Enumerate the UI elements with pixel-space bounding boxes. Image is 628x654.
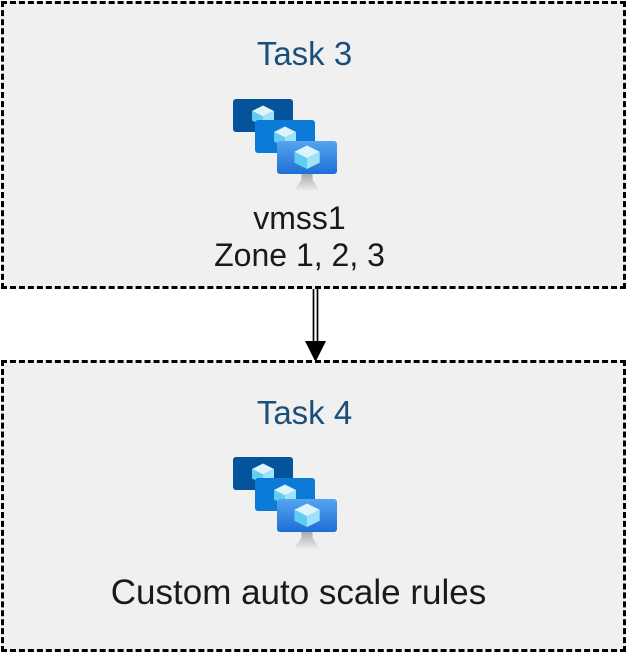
vmss-name-text: vmss1 <box>253 200 346 236</box>
task4-node: Task 4 Custom auto scale rules <box>1 360 626 652</box>
task3-title: Task 3 <box>256 35 353 72</box>
task3-node: Task 3 vmss1 Zone 1, 2, 3 <box>1 1 626 289</box>
task3-label: vmss1 Zone 1, 2, 3 <box>0 200 609 274</box>
task4-label: Custom auto scale rules <box>0 573 608 613</box>
vm-scale-sets-icon <box>233 457 338 549</box>
zones-text: Zone 1, 2, 3 <box>214 237 385 273</box>
autoscale-rules-text: Custom auto scale rules <box>110 573 487 612</box>
vm-scale-sets-icon <box>233 99 338 191</box>
task4-title: Task 4 <box>256 394 353 431</box>
flow-arrow-down <box>305 289 326 362</box>
